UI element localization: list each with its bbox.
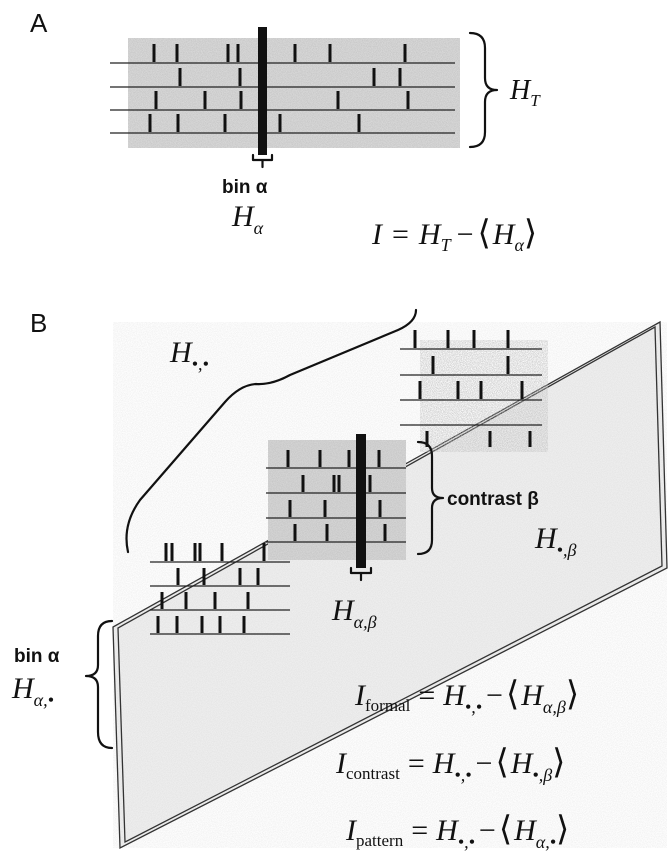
- bin-alpha-bar: [356, 434, 366, 568]
- h-dot-dot-label: H•,•: [169, 336, 209, 374]
- trial-lines: [110, 62, 455, 134]
- h-alpha-label: Hα: [231, 200, 264, 238]
- bin-alpha-brace: [251, 153, 274, 169]
- stimulus-bottom-left: [150, 543, 290, 635]
- panel-a-label: A: [30, 8, 48, 38]
- contrast-beta-brace: [416, 440, 445, 556]
- h-t-label: HT: [509, 75, 541, 110]
- bin-alpha-beta-brace: [349, 566, 373, 582]
- bin-alpha-label-b: bin α: [14, 646, 60, 667]
- trials-shading: [420, 340, 548, 452]
- h-dot-beta-label: H•,β: [534, 522, 576, 560]
- info-equation: I=HT−⟨Hα⟩: [371, 215, 537, 255]
- panel-a: A: [30, 8, 541, 255]
- stimulus-middle: [266, 440, 406, 560]
- bin-alpha-brace-left: [84, 619, 114, 750]
- bin-alpha-bar: [258, 27, 267, 155]
- bin-alpha-label: bin α: [222, 177, 268, 198]
- equation-formal: Iformal=H•,•−⟨Hα,β⟩: [354, 676, 579, 717]
- trials-brace: [468, 31, 499, 149]
- panel-b: B: [11, 308, 668, 852]
- contrast-plane-grain: [113, 322, 667, 848]
- contrast-beta-label: contrast β: [447, 489, 539, 510]
- spike-trains: [148, 44, 410, 132]
- stimulus-top-right: [400, 330, 548, 452]
- panel-b-label: B: [30, 308, 47, 338]
- equation-pattern: Ipattern=H•,•−⟨Hα,•⟩: [345, 811, 569, 852]
- all-stimuli-brace: [125, 308, 418, 554]
- h-alpha-dot-label: Hα,•: [11, 672, 54, 710]
- h-alpha-beta-label: Hα,β: [331, 594, 377, 632]
- equation-contrast: Icontrast=H•,•−⟨H•,β⟩: [335, 744, 565, 785]
